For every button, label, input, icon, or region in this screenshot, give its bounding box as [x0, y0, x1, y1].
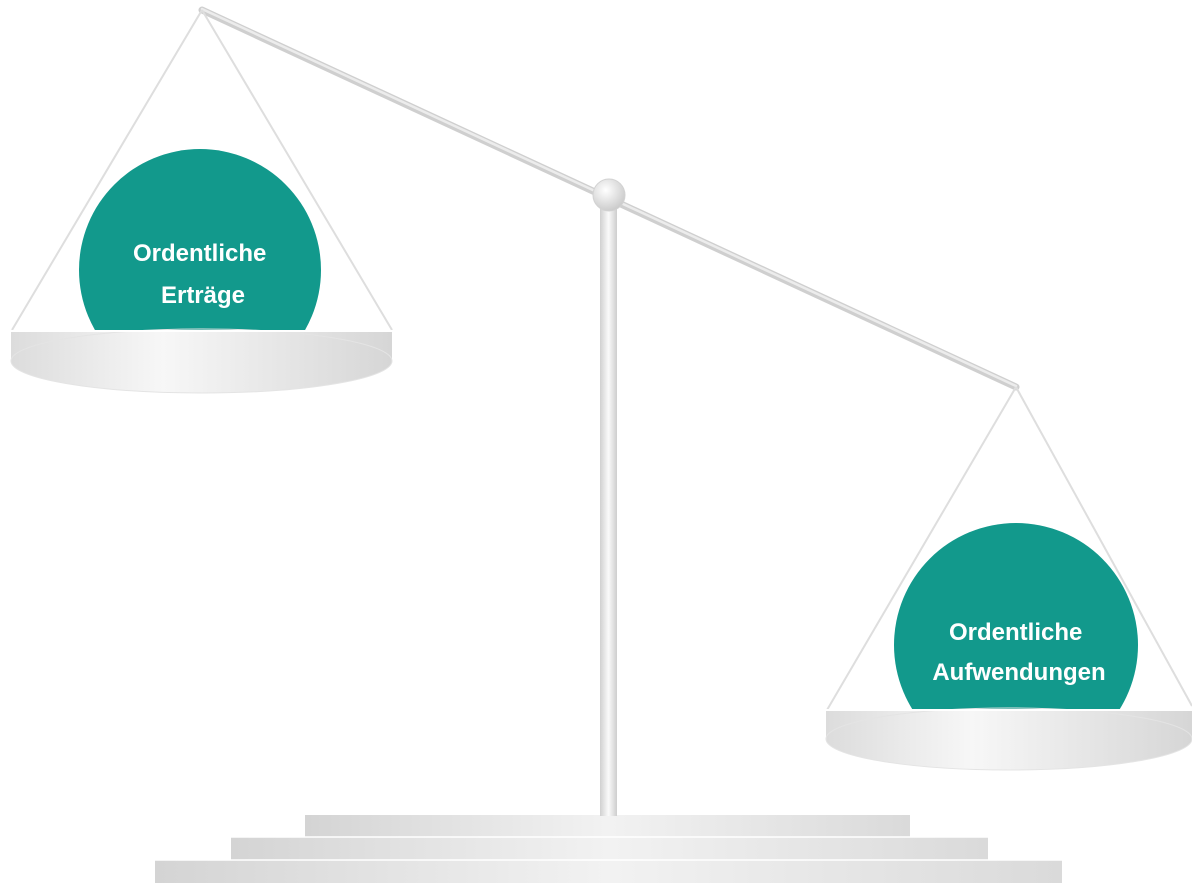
- right-pan-string-right: [1015, 386, 1192, 707]
- left-pan-string-right: [201, 9, 393, 331]
- svg-text:Ordentliche Erträge: Ordentliche Erträge: [133, 240, 273, 309]
- right-weight-label-line2: Aufwendungen: [932, 659, 1105, 686]
- left-weight-label-line1: Ordentliche: [133, 240, 266, 267]
- left-pan-dish: [11, 331, 392, 393]
- left-pan: Ordentliche Erträge: [10, 9, 393, 394]
- scale-post: [600, 200, 617, 816]
- left-pan-string-left: [11, 9, 203, 331]
- base-step-middle: [231, 837, 988, 860]
- scale-base: [155, 815, 1062, 883]
- svg-text:Ordentliche Aufwendungen: Ordentliche Aufwendungen: [932, 619, 1105, 686]
- left-weight-label-line2: Erträge: [161, 282, 245, 309]
- right-pan-dish: [826, 710, 1192, 770]
- left-weight: [79, 149, 321, 330]
- right-weight-label-line1: Ordentliche: [949, 619, 1082, 646]
- right-pan-string-left: [826, 386, 1017, 711]
- scale-pivot: [592, 178, 626, 212]
- base-step-top: [305, 815, 910, 837]
- right-weight: [894, 523, 1138, 710]
- base-step-bottom: [155, 860, 1062, 883]
- right-pan: Ordentliche Aufwendungen: [825, 386, 1192, 771]
